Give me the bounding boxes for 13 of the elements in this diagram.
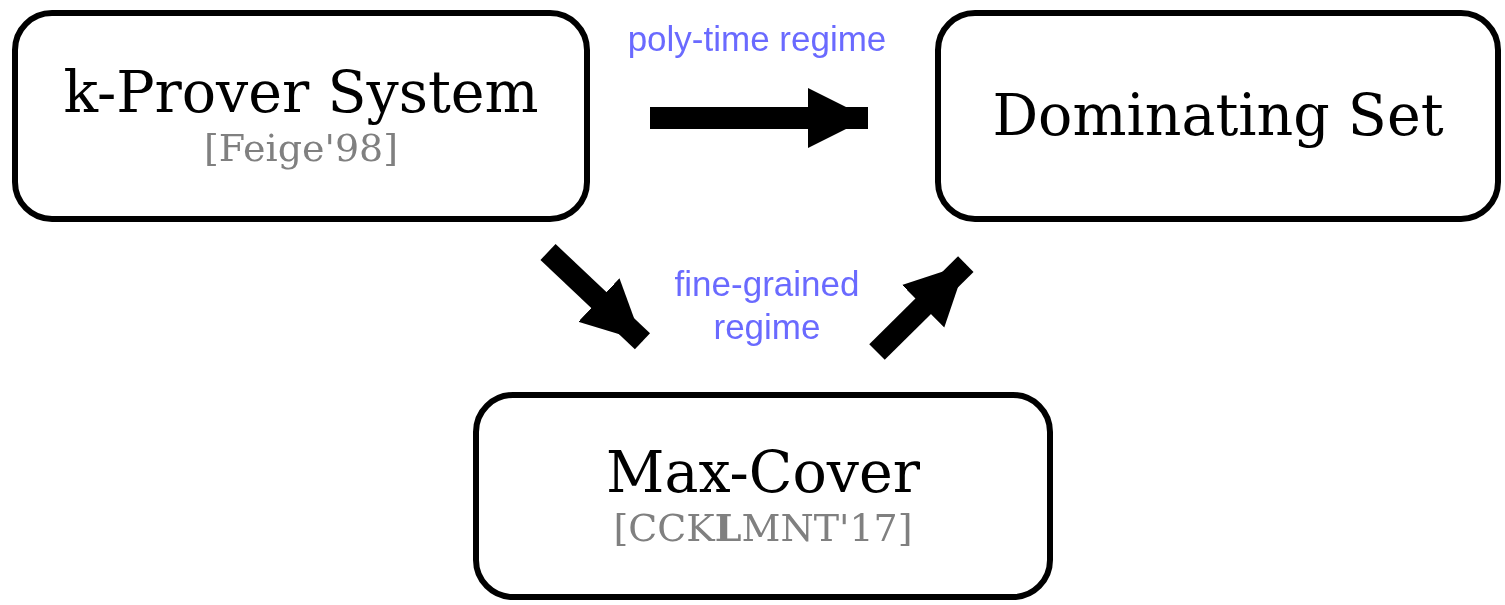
thick-arrow xyxy=(650,88,868,148)
thick-arrow xyxy=(540,244,651,350)
regime-label: fine-grained regime xyxy=(673,263,861,348)
node-title: Max-Cover xyxy=(606,439,920,506)
rounded-box xyxy=(473,392,1053,600)
node-title: Dominating Set xyxy=(992,83,1444,149)
rounded-box xyxy=(935,10,1501,222)
rounded-box xyxy=(12,10,590,222)
edge-label: poly-time regime xyxy=(626,18,888,60)
citation: [CCKLMNT'17] xyxy=(613,505,913,553)
thick-arrow xyxy=(869,256,974,360)
node-title: k-Prover System xyxy=(63,60,539,126)
citation: [Feige'98] xyxy=(203,125,399,172)
